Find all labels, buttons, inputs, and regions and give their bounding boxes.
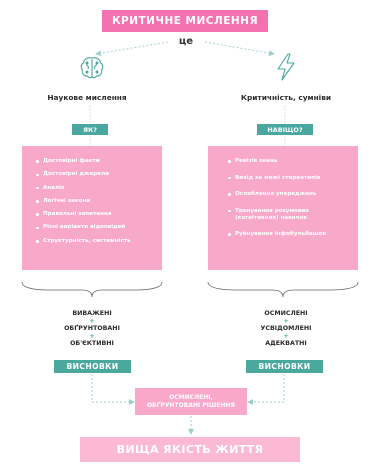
- dotted-arrow-left: [95, 41, 169, 57]
- methods-list: Достовірні факти Достовірні джерела Анал…: [36, 158, 154, 245]
- list-item: Логічні закони: [36, 198, 154, 205]
- outcome-word: ОБҐРУНТОВАНІ: [64, 325, 120, 332]
- dotted-line-right: [247, 374, 285, 405]
- final-result-box: ВИЩА ЯКІСТЬ ЖИТТЯ: [80, 437, 300, 462]
- dotted-arrow-right: [204, 41, 275, 57]
- plus-sign: +: [89, 317, 95, 325]
- list-item: Правильні запитання: [36, 211, 154, 218]
- page-title: КРИТИЧНЕ МИСЛЕННЯ: [111, 15, 259, 27]
- plus-sign: +: [283, 317, 289, 325]
- brain-icon: [80, 57, 104, 79]
- plus-sign: +: [89, 332, 95, 340]
- conclusions-box-right: ВИСНОВКИ: [246, 360, 323, 373]
- conclusions-box-left: ВИСНОВКИ: [54, 360, 131, 373]
- branch-heading-left: Наукове мислення: [47, 93, 127, 102]
- methods-panel: Достовірні факти Достовірні джерела Анал…: [22, 146, 162, 270]
- lightning-icon: [277, 53, 295, 81]
- list-item: Структурність, системність: [36, 238, 154, 245]
- list-item: Ревізія знань: [228, 158, 350, 165]
- list-item: Достовірні джерела: [36, 171, 154, 178]
- dotted-line-left: [91, 374, 135, 405]
- decisions-box: ОСМИСЛЕНІ, ОБҐРУНТОВАНІ РІШЕННЯ: [135, 388, 247, 415]
- tag-how: ЯК?: [72, 124, 108, 135]
- decision-line: ОБҐРУНТОВАНІ РІШЕННЯ: [146, 401, 236, 409]
- list-item: Руйнування інфобульбашок: [228, 231, 350, 238]
- list-item: Аналіз: [36, 185, 154, 192]
- purposes-list: Ревізія знань Вихід за межі стереотипів …: [228, 158, 350, 238]
- plus-sign: +: [283, 332, 289, 340]
- list-item: Ослаблення упереджень: [228, 191, 350, 198]
- list-item: Достовірні факти: [36, 158, 154, 165]
- list-item: Тренування розумових (когнітивних) навич…: [228, 208, 350, 222]
- title-banner: КРИТИЧНЕ МИСЛЕННЯ: [102, 10, 268, 32]
- outcome-word: ОБ'ЄКТИВНІ: [70, 340, 114, 347]
- decision-line: ОСМИСЛЕНІ,: [169, 393, 213, 401]
- outcome-word: ОСМИСЛЕНІ: [264, 310, 308, 317]
- list-item: Різні варіанти відповідей: [36, 224, 154, 231]
- outcome-word: АДЕКВАТНІ: [265, 340, 307, 347]
- outcomes-left: ВИВАЖЕНІ + ОБҐРУНТОВАНІ + ОБ'ЄКТИВНІ: [42, 310, 142, 348]
- list-item: Вихід за межі стереотипів: [228, 175, 350, 182]
- branch-heading-right: Критичність, сумніви: [240, 93, 332, 102]
- outcomes-right: ОСМИСЛЕНІ + УСВІДОМЛЕНІ + АДЕКВАТНІ: [236, 310, 336, 348]
- tag-why: НАВІЩО?: [257, 124, 313, 135]
- brace-right: [207, 281, 359, 298]
- connector-word: це: [178, 36, 194, 47]
- outcome-word: ВИВАЖЕНІ: [72, 310, 112, 317]
- purposes-panel: Ревізія знань Вихід за межі стереотипів …: [208, 146, 358, 270]
- brace-left: [21, 281, 163, 298]
- outcome-word: УСВІДОМЛЕНІ: [260, 325, 312, 332]
